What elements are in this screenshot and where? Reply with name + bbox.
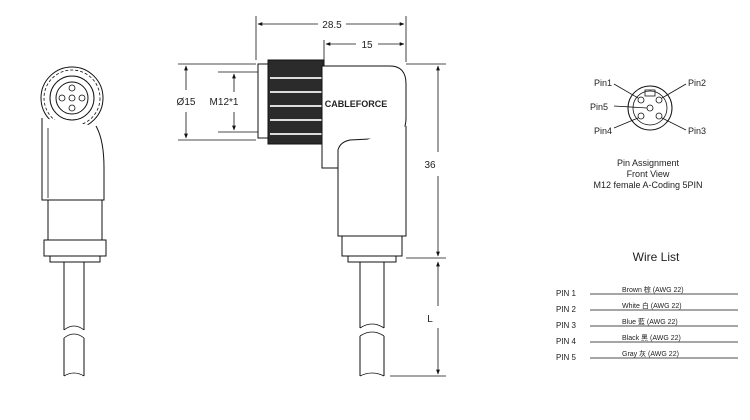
pin-label-4: Pin4 xyxy=(594,126,612,136)
pin-caption-view: Front View xyxy=(627,169,670,179)
wire-list-title: Wire List xyxy=(633,250,680,264)
wire-desc: Brown 棕 (AWG 22) xyxy=(622,285,684,294)
wire-row: PIN 2 White 白 (AWG 22) xyxy=(556,301,738,314)
wire-desc: White 白 (AWG 22) xyxy=(622,301,682,310)
wire-pin: PIN 3 xyxy=(556,321,577,330)
pin-label-1: Pin1 xyxy=(594,78,612,88)
wire-pin: PIN 5 xyxy=(556,353,577,362)
pin-caption-title: Pin Assignment xyxy=(617,158,680,168)
dim-cable-length: L xyxy=(427,314,433,325)
wire-list: Wire List PIN 1 Brown 棕 (AWG 22) PIN 2 W… xyxy=(556,250,738,362)
dim-partial-length: 15 xyxy=(361,40,373,51)
dim-diameter: Ø15 xyxy=(177,97,196,108)
pin-label-5: Pin5 xyxy=(590,102,608,112)
wire-desc: Black 黑 (AWG 22) xyxy=(622,334,681,342)
wire-row: PIN 3 Blue 藍 (AWG 22) xyxy=(556,317,738,330)
wire-desc: Blue 藍 (AWG 22) xyxy=(622,317,678,326)
wire-row: PIN 4 Black 黑 (AWG 22) xyxy=(556,334,738,346)
wire-pin: PIN 4 xyxy=(556,337,577,346)
wire-desc: Gray 灰 (AWG 22) xyxy=(622,349,679,358)
pin-label-3: Pin3 xyxy=(688,126,706,136)
side-connector-view: CABLEFORCE 28.5 15 Ø15 M12*1 36 xyxy=(177,16,446,377)
pin-assignment-diagram: Pin1 Pin2 Pin5 Pin4 Pin3 Pin Assignment … xyxy=(590,78,706,190)
wire-row: PIN 5 Gray 灰 (AWG 22) xyxy=(556,349,738,362)
dim-thread: M12*1 xyxy=(210,97,239,108)
left-connector-view xyxy=(40,66,107,377)
dim-height: 36 xyxy=(424,160,436,171)
pin-caption-type: M12 female A-Coding 5PIN xyxy=(593,180,702,190)
brand-label: CABLEFORCE xyxy=(325,99,388,109)
wire-row: PIN 1 Brown 棕 (AWG 22) xyxy=(556,285,738,298)
dim-overall-length: 28.5 xyxy=(322,20,342,31)
wire-pin: PIN 2 xyxy=(556,305,577,314)
pin-label-2: Pin2 xyxy=(688,78,706,88)
wire-pin: PIN 1 xyxy=(556,289,577,298)
